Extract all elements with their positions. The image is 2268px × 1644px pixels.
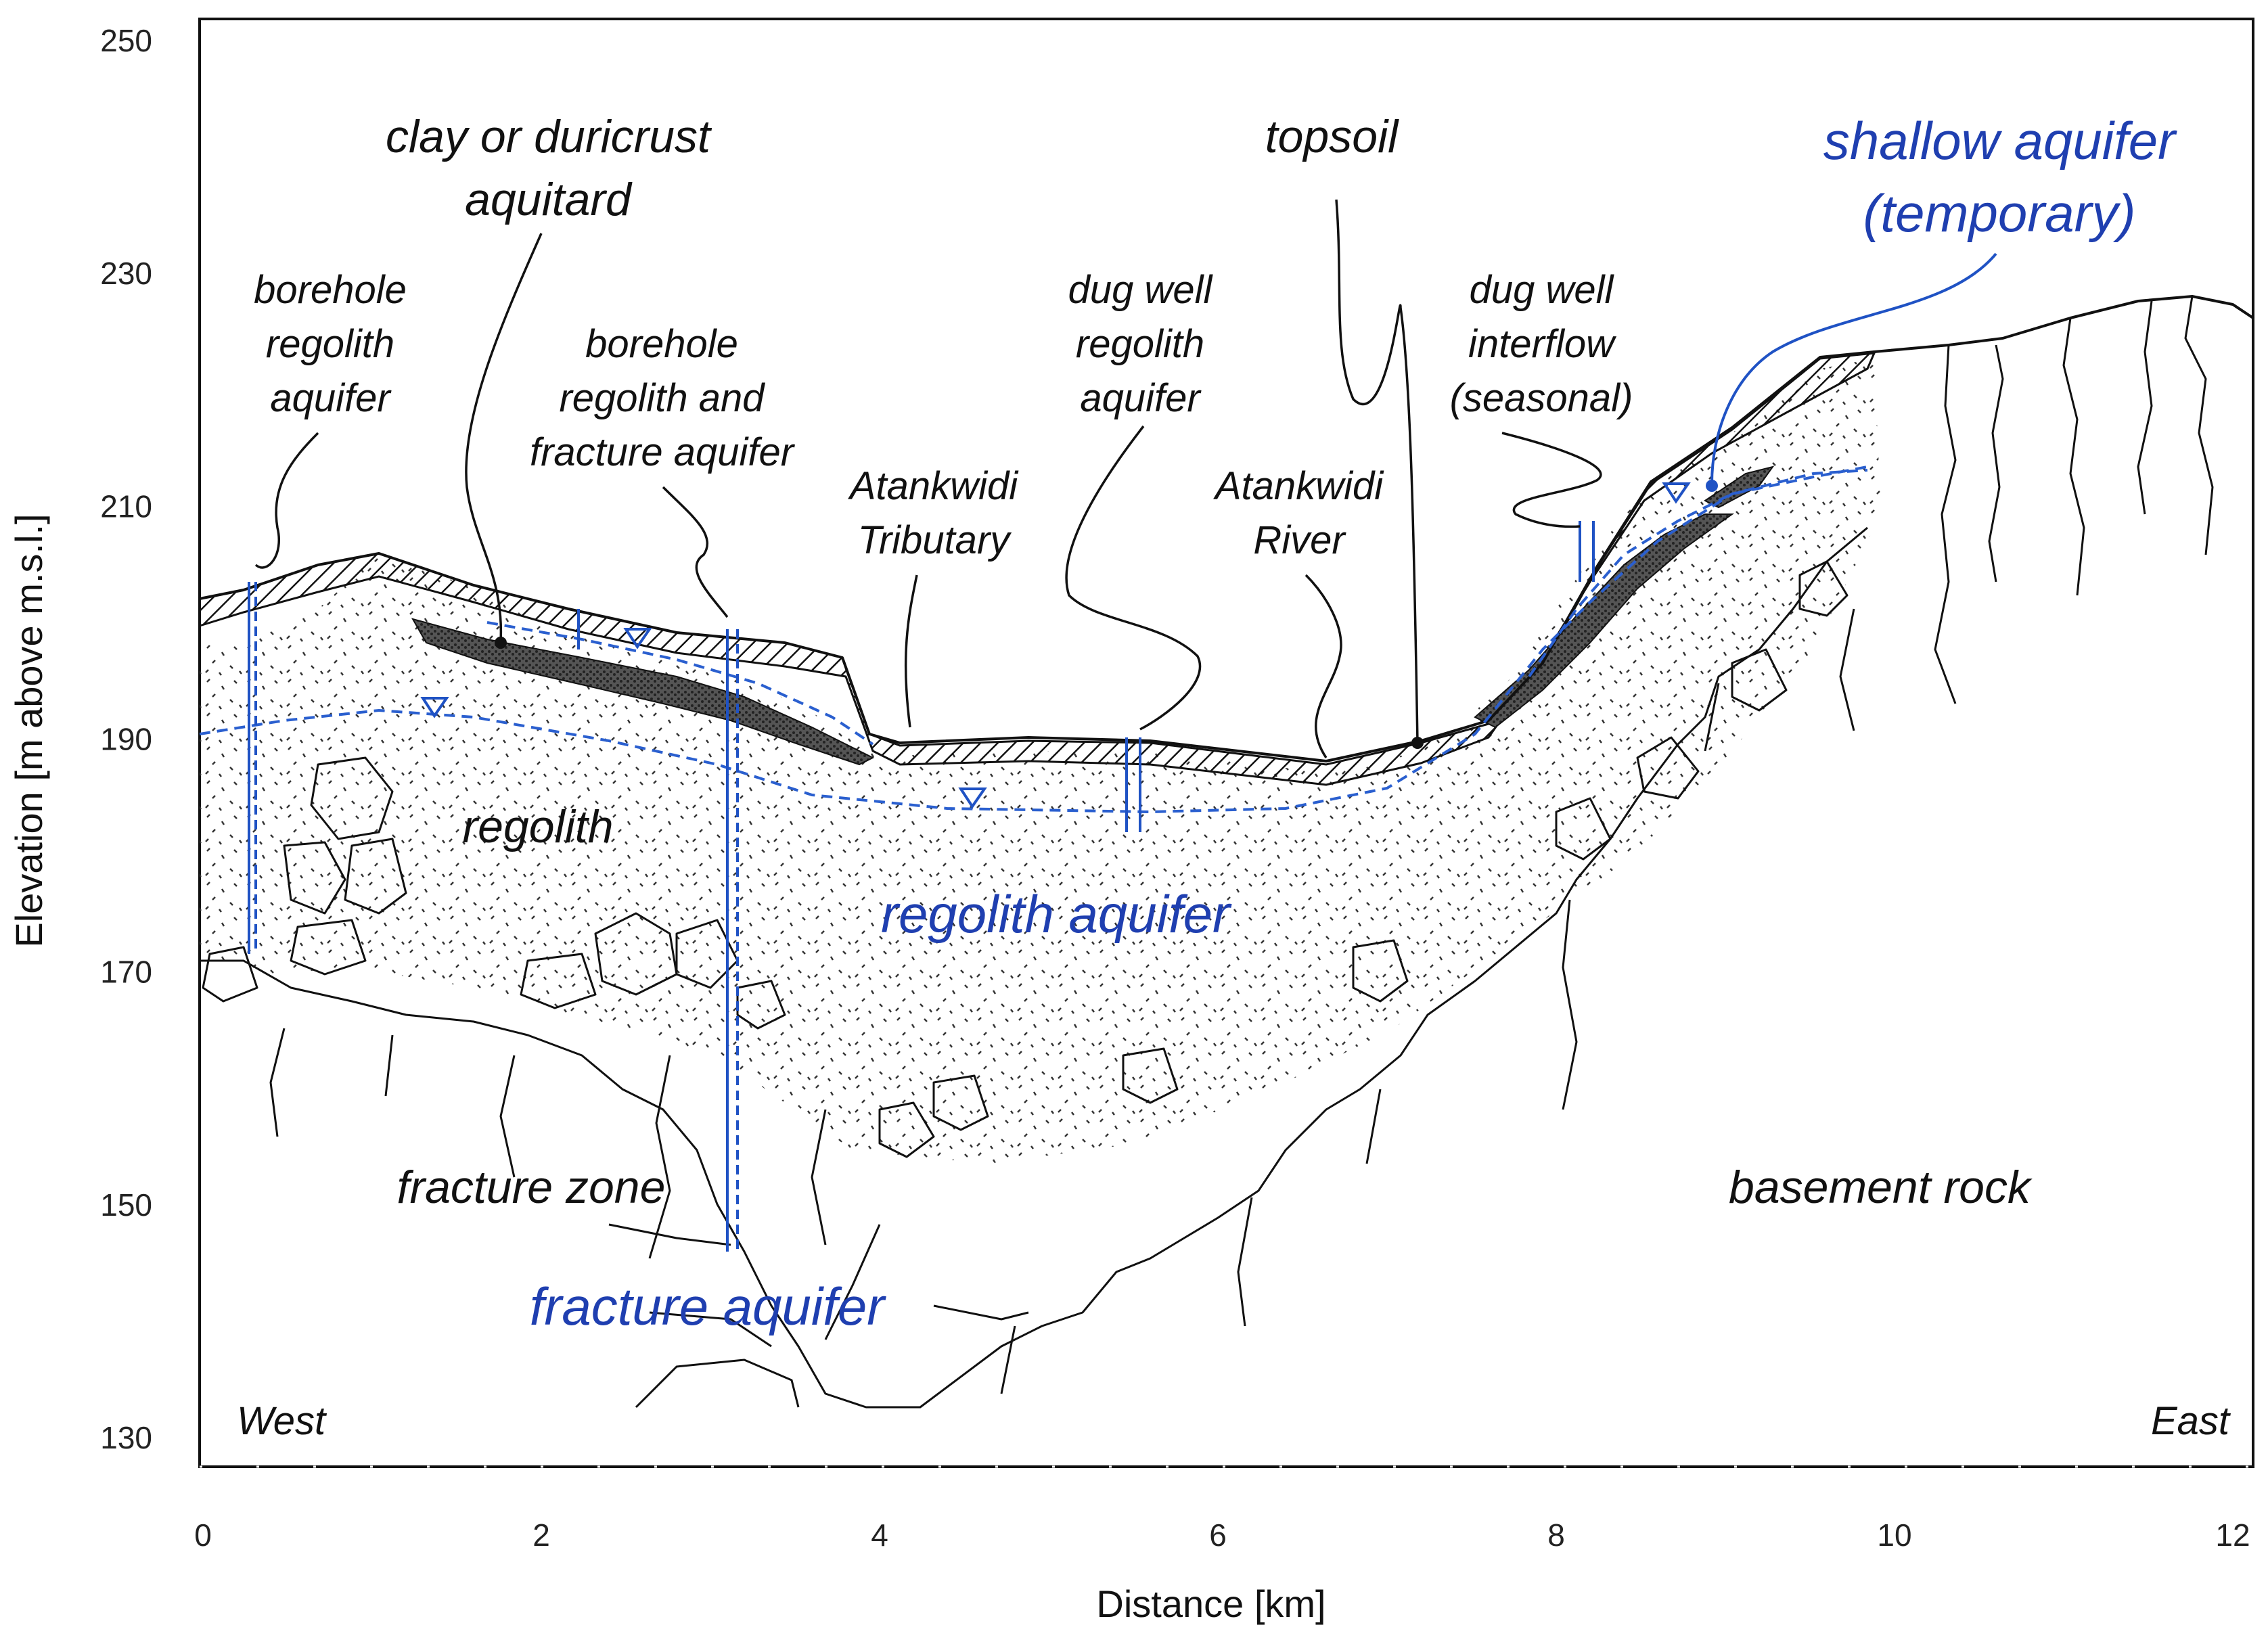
- x-tick-label: 0: [194, 1517, 212, 1553]
- x-tick-label: 2: [532, 1517, 550, 1553]
- y-tick-label: 230: [100, 256, 152, 291]
- svg-text:borehole: borehole: [585, 322, 738, 366]
- svg-text:regolith and: regolith and: [559, 376, 765, 420]
- leader-clay-dot: [495, 637, 507, 649]
- perched-water-table: [486, 621, 874, 746]
- svg-text:Atankwidi: Atankwidi: [848, 464, 1019, 508]
- svg-text:aquitard: aquitard: [465, 174, 633, 225]
- clay-aquitard-band: [411, 618, 875, 766]
- label-fracture-aquifer: fracture aquifer: [530, 1277, 887, 1336]
- leader-borehole-fracture: [662, 486, 729, 618]
- x-axis: 0 2 4 6 8 10 12: [194, 1517, 2250, 1553]
- x-tick-label: 4: [871, 1517, 888, 1553]
- y-tick-label: 250: [100, 23, 152, 58]
- svg-text:aquifer: aquifer: [270, 376, 392, 420]
- leader-topsoil-dot: [1411, 737, 1424, 749]
- x-tick-label: 10: [1877, 1517, 1911, 1553]
- svg-text:Tributary: Tributary: [858, 518, 1012, 562]
- label-shallow-aquifer: shallow aquifer (temporary): [1823, 111, 2177, 243]
- dug-well-regolith-well: [1125, 737, 1141, 832]
- svg-text:shallow aquifer: shallow aquifer: [1823, 111, 2177, 170]
- svg-text:interflow: interflow: [1468, 322, 1616, 366]
- label-borehole-regolith-aquifer: borehole regolith aquifer: [254, 268, 407, 420]
- label-basement-rock: basement rock: [1729, 1162, 2033, 1213]
- label-clay-aquitard: clay or duricrust aquitard: [386, 111, 712, 225]
- water-level-markers: [420, 482, 1691, 809]
- shallow-dark-band-upper: [1704, 465, 1775, 509]
- dug-well-interflow-well: [1579, 521, 1595, 582]
- leader-borehole-regolith: [254, 432, 319, 569]
- leader-shallow: [1710, 252, 1997, 484]
- leader-clay: [465, 233, 543, 642]
- shallow-water-table: [1528, 465, 1868, 678]
- label-topsoil: topsoil: [1265, 111, 1399, 162]
- y-axis-title: Elevation [m above m.s.l.]: [7, 513, 50, 947]
- regolith-water-table: [199, 469, 1868, 814]
- svg-text:dug well: dug well: [1470, 268, 1615, 312]
- x-tick-label: 6: [1209, 1517, 1227, 1553]
- svg-text:aquifer: aquifer: [1080, 376, 1202, 420]
- ground-surface: [198, 350, 1876, 762]
- leader-dugwell-regolith: [1065, 425, 1202, 731]
- leader-topsoil: [1335, 199, 1419, 744]
- y-tick-label: 130: [100, 1420, 152, 1455]
- label-east: East: [2151, 1399, 2231, 1443]
- svg-text:(seasonal): (seasonal): [1450, 376, 1633, 420]
- svg-text:regolith: regolith: [1076, 322, 1204, 366]
- leader-river: [1305, 574, 1342, 758]
- svg-text:clay or duricrust: clay or duricrust: [386, 111, 712, 162]
- x-axis-title: Distance [km]: [1096, 1582, 1325, 1625]
- label-dug-well-regolith-aquifer: dug well regolith aquifer: [1068, 268, 1214, 420]
- y-tick-label: 150: [100, 1187, 152, 1223]
- label-fracture-zone: fracture zone: [397, 1162, 666, 1213]
- svg-text:(temporary): (temporary): [1863, 183, 2135, 243]
- svg-text:Atankwidi: Atankwidi: [1213, 464, 1384, 508]
- borehole-regolith-well: [248, 582, 257, 954]
- x-tick-label: 12: [2215, 1517, 2250, 1553]
- borehole-fracture-well: [726, 629, 739, 1252]
- label-atankwidi-river: Atankwidi River: [1213, 464, 1384, 562]
- leader-tributary: [904, 574, 918, 728]
- svg-text:fracture aquifer: fracture aquifer: [530, 430, 796, 474]
- east-hill-outline: [1873, 295, 2254, 353]
- y-tick-label: 210: [100, 488, 152, 524]
- east-rock-fractures: [200, 296, 2214, 1409]
- y-axis: 250 230 210 190 170 150 130: [100, 23, 152, 1455]
- leader-shallow-dot: [1706, 480, 1718, 492]
- label-borehole-fracture-aquifer: borehole regolith and fracture aquifer: [530, 322, 796, 474]
- label-regolith-aquifer: regolith aquifer: [881, 884, 1232, 944]
- svg-text:regolith: regolith: [266, 322, 394, 366]
- svg-text:dug well: dug well: [1068, 268, 1214, 312]
- label-dug-well-interflow: dug well interflow (seasonal): [1450, 268, 1633, 420]
- fracture-lines: [269, 608, 1855, 1409]
- label-regolith: regolith: [462, 801, 613, 852]
- svg-text:River: River: [1253, 518, 1346, 562]
- svg-text:borehole: borehole: [254, 268, 407, 312]
- boulders-west: [202, 560, 1849, 1158]
- label-atankwidi-tributary: Atankwidi Tributary: [848, 464, 1019, 562]
- y-tick-label: 190: [100, 722, 152, 757]
- label-west: West: [237, 1399, 327, 1443]
- y-tick-label: 170: [100, 955, 152, 990]
- leader-dugwell-interflow: [1501, 432, 1602, 528]
- x-tick-label: 8: [1547, 1517, 1565, 1553]
